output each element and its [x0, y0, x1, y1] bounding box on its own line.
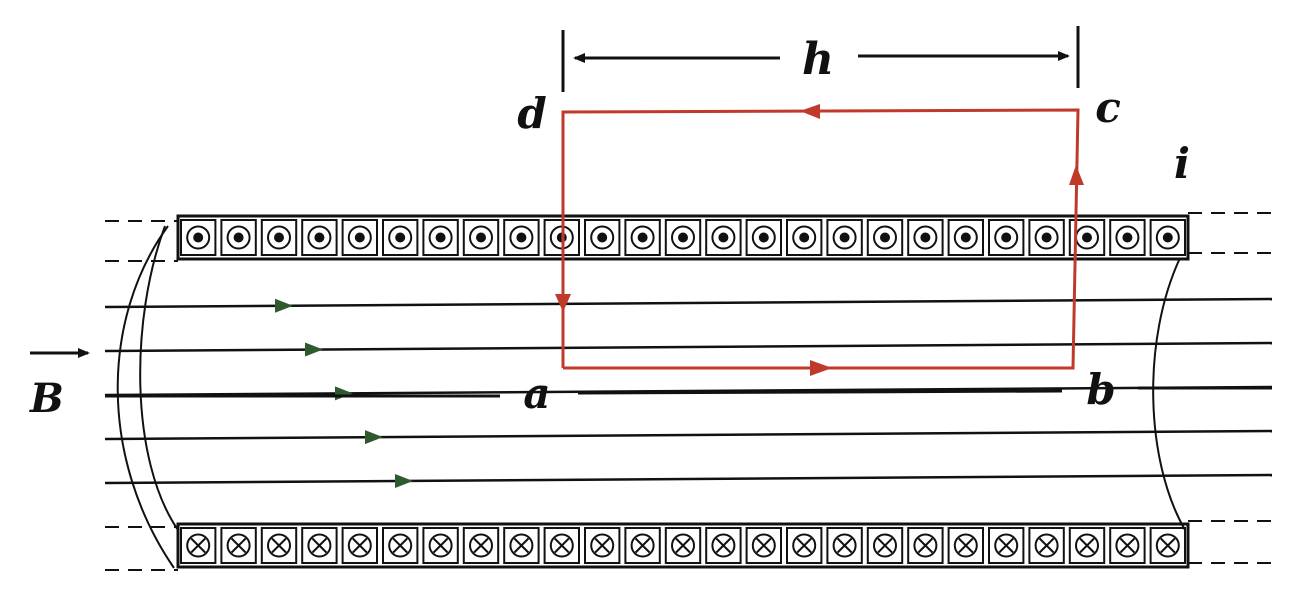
- current-into-page-icon: [260, 527, 298, 564]
- current-into-page-icon: [1068, 527, 1106, 564]
- current-out-of-page-icon: [260, 219, 298, 256]
- current-into-page-icon: [382, 527, 419, 564]
- current-out-of-page-icon: [745, 219, 782, 256]
- current-into-page-icon: [664, 527, 702, 564]
- current-out-of-page-icon: [1028, 219, 1065, 256]
- loop-arrow-da-icon: [555, 294, 571, 312]
- current-into-page-icon: [745, 527, 782, 564]
- current-into-page-icon: [1028, 527, 1065, 564]
- field-direction-arrow-icon: [335, 386, 353, 401]
- current-out-of-page-icon: [664, 219, 702, 256]
- current-into-page-icon: [705, 527, 742, 564]
- solenoid-end-curves: [116, 225, 1186, 569]
- current-into-page-icon: [503, 527, 540, 564]
- current-out-of-page-icon: [866, 219, 904, 256]
- label-d: d: [517, 89, 546, 138]
- current-into-page-icon: [584, 527, 621, 564]
- amperian-loop-abcd: [555, 104, 1084, 376]
- current-into-page-icon: [180, 527, 217, 564]
- current-out-of-page-icon: [301, 219, 338, 256]
- field-line: [104, 473, 1273, 485]
- current-into-page-icon: [947, 527, 984, 564]
- current-out-of-page-icon: [503, 219, 540, 256]
- label-b: b: [1086, 365, 1115, 414]
- current-out-of-page-icon: [786, 219, 823, 256]
- winding-dashed-extensions: [105, 212, 1272, 571]
- field-direction-arrow-icon: [305, 342, 323, 357]
- h-dimension-marker: [561, 26, 1080, 92]
- current-out-of-page-icon: [220, 219, 257, 256]
- label-b-field: B: [29, 375, 64, 422]
- current-into-page-icon: [907, 527, 944, 564]
- current-out-of-page-icon: [1109, 219, 1146, 256]
- current-out-of-page-icon: [462, 219, 500, 256]
- current-into-page-icon: [1149, 527, 1186, 564]
- current-into-page-icon: [826, 527, 863, 564]
- current-out-of-page-icon: [341, 219, 379, 256]
- current-into-page-icon: [624, 527, 661, 564]
- loop-arrow-ab-icon: [810, 360, 832, 376]
- current-into-page-icon: [301, 527, 338, 564]
- label-a: a: [523, 369, 550, 418]
- current-into-page-icon: [1109, 527, 1146, 564]
- current-out-of-page-icon: [382, 219, 419, 256]
- current-out-of-page-icon: [826, 219, 863, 256]
- current-out-of-page-icon: [584, 219, 621, 256]
- current-out-of-page-icon: [947, 219, 984, 256]
- label-c: c: [1095, 83, 1121, 132]
- label-i: i: [1174, 139, 1190, 188]
- solenoid-bottom-winding-row: [176, 522, 1190, 569]
- axis-line-ab: [105, 386, 1272, 398]
- field-direction-arrow-icon: [275, 298, 293, 313]
- current-into-page-icon: [220, 527, 257, 564]
- field-direction-arrow-icon: [365, 430, 383, 445]
- current-into-page-icon: [786, 527, 823, 564]
- current-into-page-icon: [988, 527, 1025, 564]
- current-out-of-page-icon: [422, 219, 459, 256]
- current-into-page-icon: [462, 527, 500, 564]
- label-h: h: [802, 34, 834, 85]
- current-out-of-page-icon: [180, 219, 217, 256]
- solenoid-top-winding-row: [176, 214, 1190, 261]
- field-line: [104, 297, 1273, 309]
- field-line: [104, 341, 1273, 353]
- magnetic-field-lines: [104, 297, 1273, 488]
- current-out-of-page-icon: [705, 219, 742, 256]
- current-into-page-icon: [866, 527, 904, 564]
- current-out-of-page-icon: [624, 219, 661, 256]
- current-out-of-page-icon: [1149, 219, 1186, 256]
- current-into-page-icon: [422, 527, 459, 564]
- current-into-page-icon: [543, 527, 580, 564]
- current-out-of-page-icon: [907, 219, 944, 256]
- field-direction-arrow-icon: [395, 473, 413, 488]
- current-out-of-page-icon: [988, 219, 1025, 256]
- loop-arrow-cd-icon: [800, 104, 820, 119]
- current-into-page-icon: [341, 527, 379, 564]
- loop-arrow-bc-icon: [1069, 165, 1084, 185]
- field-line: [104, 385, 1273, 397]
- field-line: [104, 429, 1273, 441]
